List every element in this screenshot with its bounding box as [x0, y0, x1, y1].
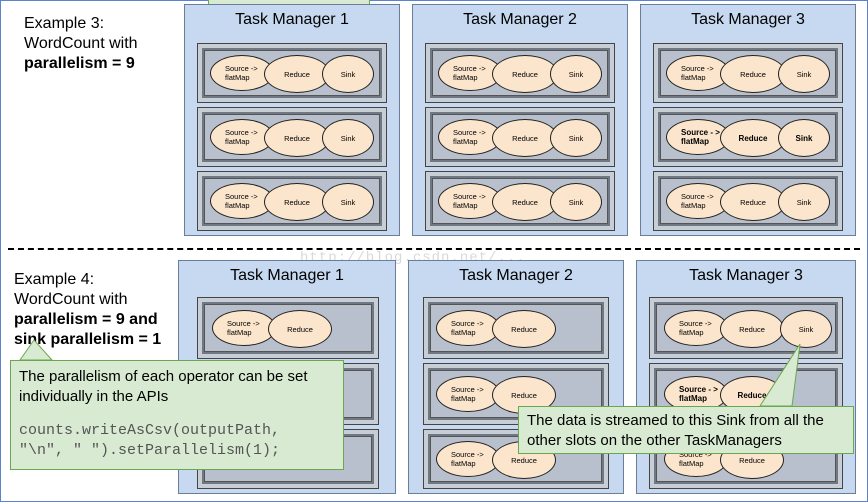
task-slot: Source -> flatMap Reduce Sink [197, 107, 387, 167]
operator-reduce: Reduce [492, 119, 558, 157]
example4-line4: sink parallelism = 1 [14, 331, 162, 348]
example3-title: Example 3: [24, 15, 105, 32]
task-slot: Source -> flatMap Reduce Sink [425, 171, 615, 231]
task-slot: Source -> flatMap Reduce [197, 297, 379, 359]
operator-sink: Sink [550, 119, 602, 157]
ex3-task-manager-3: Task Manager 3 Source -> flatMap Reduce … [640, 4, 856, 236]
example3-label: Example 3: WordCount with parallelism = … [24, 14, 138, 74]
parallelism-note-text: The parallelism of each operator can be … [19, 368, 308, 405]
operator-source: Source -> flatMap [666, 55, 730, 91]
section-divider [8, 248, 860, 250]
ex4-task-manager-3: Task Manager 3 Source -> flatMap Reduce … [636, 260, 856, 494]
operator-sink: Sink [778, 183, 830, 221]
operator-source: Source -> flatMap [664, 310, 728, 346]
left-callout-pointer [19, 339, 54, 361]
sink-stream-note-text: The data is streamed to this Sink from a… [527, 412, 824, 449]
sink-stream-note: The data is streamed to this Sink from a… [518, 406, 854, 454]
example3-line2: WordCount with [24, 35, 138, 52]
code-line-1: counts.writeAsCsv(outputPath, [19, 422, 281, 439]
operator-sink: Sink [780, 310, 832, 348]
operator-sink: Sink [322, 55, 374, 93]
task-slot: Source -> flatMap Reduce Sink [649, 297, 843, 359]
task-slot: Source -> flatMap Reduce Sink [425, 107, 615, 167]
task-slot: Source -> flatMap Reduce [423, 297, 609, 359]
operator-source: Source -> flatMap [436, 376, 500, 412]
task-manager-title: Task Manager 1 [235, 11, 349, 28]
operator-source: Source -> flatMap [438, 183, 502, 219]
task-slot: Source -> flatMap Reduce Sink [653, 171, 843, 231]
ex3-task-manager-1: Task Manager 1 Source -> flatMap Reduce … [184, 4, 400, 236]
example4-title: Example 4: [14, 271, 95, 288]
operator-reduce: Reduce [264, 183, 330, 221]
task-manager-title: Task Manager 3 [691, 11, 805, 28]
example4-label: Example 4: WordCount with parallelism = … [14, 270, 161, 350]
operator-source: Source -> flatMap [436, 441, 500, 477]
example4-line2: WordCount with [14, 291, 128, 308]
operator-sink: Sink [550, 55, 602, 93]
example4-line3: parallelism = 9 and [14, 311, 158, 328]
operator-source: Source -> flatMap [210, 183, 274, 219]
operator-source: Source -> flatMap [210, 55, 274, 91]
task-manager-title: Task Manager 2 [459, 267, 573, 284]
operator-source: Source -> flatMap [436, 310, 500, 346]
operator-sink: Sink [322, 183, 374, 221]
parallelism-note: The parallelism of each operator can be … [10, 360, 344, 470]
operator-sink: Sink [778, 119, 830, 157]
operator-reduce: Reduce [264, 55, 330, 93]
operator-source: Source -> flatMap [666, 183, 730, 219]
task-manager-title: Task Manager 3 [689, 267, 803, 284]
task-manager-title: Task Manager 1 [230, 267, 344, 284]
operator-reduce: Reduce [492, 310, 556, 348]
ex3-task-manager-2: Task Manager 2 Source -> flatMap Reduce … [412, 4, 628, 236]
task-slot: Source -> flatMap Reduce Sink [425, 43, 615, 103]
right-callout-pointer [759, 343, 801, 407]
example3-line3: parallelism = 9 [24, 55, 135, 72]
operator-sink: Sink [322, 119, 374, 157]
operator-sink: Sink [550, 183, 602, 221]
operator-source: Source -> flatMap [210, 119, 274, 155]
operator-reduce: Reduce [268, 310, 332, 348]
task-slot: Source -> flatMap Reduce Sink [197, 43, 387, 103]
operator-source: Source -> flatMap [438, 55, 502, 91]
operator-source: Source - > flatMap [666, 119, 730, 155]
operator-source: Source -> flatMap [438, 119, 502, 155]
task-slot: Source -> flatMap Reduce Sink [197, 171, 387, 231]
operator-reduce: Reduce [264, 119, 330, 157]
task-slot-highlighted: Source - > flatMap Reduce Sink [653, 107, 843, 167]
operator-reduce: Reduce [492, 55, 558, 93]
operator-reduce: Reduce [720, 183, 786, 221]
task-slot: Source -> flatMap Reduce Sink [653, 43, 843, 103]
task-manager-title: Task Manager 2 [463, 11, 577, 28]
operator-sink: Sink [778, 55, 830, 93]
code-line-2: "\n", " ").setParallelism(1); [19, 442, 281, 459]
